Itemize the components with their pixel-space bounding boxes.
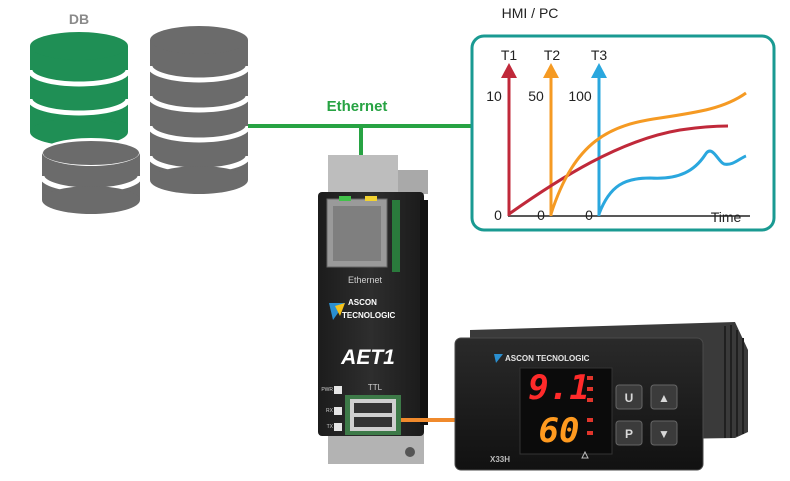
aet1-port-label: Ethernet bbox=[348, 275, 383, 285]
t3-axis bbox=[591, 63, 607, 216]
aet1-led-label-pwr: PWR bbox=[321, 387, 333, 393]
ascon-logo-small-icon bbox=[494, 354, 503, 363]
aet1-brand-line2: TECNOLOGIC bbox=[342, 311, 396, 320]
t3-zero: 0 bbox=[585, 207, 593, 223]
t1-zero: 0 bbox=[494, 207, 502, 223]
t3-curve bbox=[597, 149, 747, 215]
database-grey-small-icon bbox=[39, 138, 143, 214]
t1-curve bbox=[508, 124, 729, 216]
controller-button-up[interactable]: ▲ bbox=[658, 391, 670, 405]
aet1-leds bbox=[334, 386, 342, 431]
aet1-ttl-label: TTL bbox=[368, 383, 383, 392]
aet1-led-label-tx: TX bbox=[327, 424, 334, 430]
t2-zero: 0 bbox=[537, 207, 545, 223]
t2-curve bbox=[549, 91, 747, 215]
t2-axis bbox=[543, 63, 559, 216]
controller-display-top: 9.1 bbox=[528, 368, 589, 408]
controller-button-u[interactable]: U bbox=[625, 391, 634, 405]
aet1-module bbox=[318, 155, 428, 464]
ethernet-link bbox=[248, 124, 472, 155]
ascon-logo-icon bbox=[329, 303, 345, 320]
hmi-frame bbox=[470, 34, 776, 232]
time-axis-label: Time bbox=[711, 209, 742, 225]
t1-axis bbox=[501, 63, 517, 216]
aet1-model: AET1 bbox=[340, 346, 395, 369]
ethernet-label: Ethernet bbox=[327, 98, 388, 115]
hmi-label: HMI / PC bbox=[502, 5, 559, 21]
controller-model: X33H bbox=[490, 455, 510, 464]
database-green-icon bbox=[27, 32, 131, 146]
aet1-led-label-rx: RX bbox=[326, 408, 334, 414]
database-grey-large-icon bbox=[147, 26, 251, 194]
t3-scale: 100 bbox=[568, 88, 592, 104]
controller-button-p[interactable]: P bbox=[625, 427, 633, 441]
controller-unit bbox=[454, 322, 748, 471]
controller-brand: ASCON TECNOLOGIC bbox=[505, 354, 590, 363]
t3-label: T3 bbox=[591, 47, 608, 63]
t1-label: T1 bbox=[501, 47, 518, 63]
db-label: DB bbox=[69, 11, 89, 27]
t2-scale: 50 bbox=[528, 88, 544, 104]
t2-label: T2 bbox=[544, 47, 561, 63]
controller-display-bottom: 60 bbox=[539, 411, 580, 451]
t1-scale: 10 bbox=[486, 88, 502, 104]
aet1-brand-line1: ASCON bbox=[348, 298, 377, 307]
ttl-connector bbox=[345, 395, 401, 435]
controller-button-down[interactable]: ▼ bbox=[658, 427, 670, 441]
